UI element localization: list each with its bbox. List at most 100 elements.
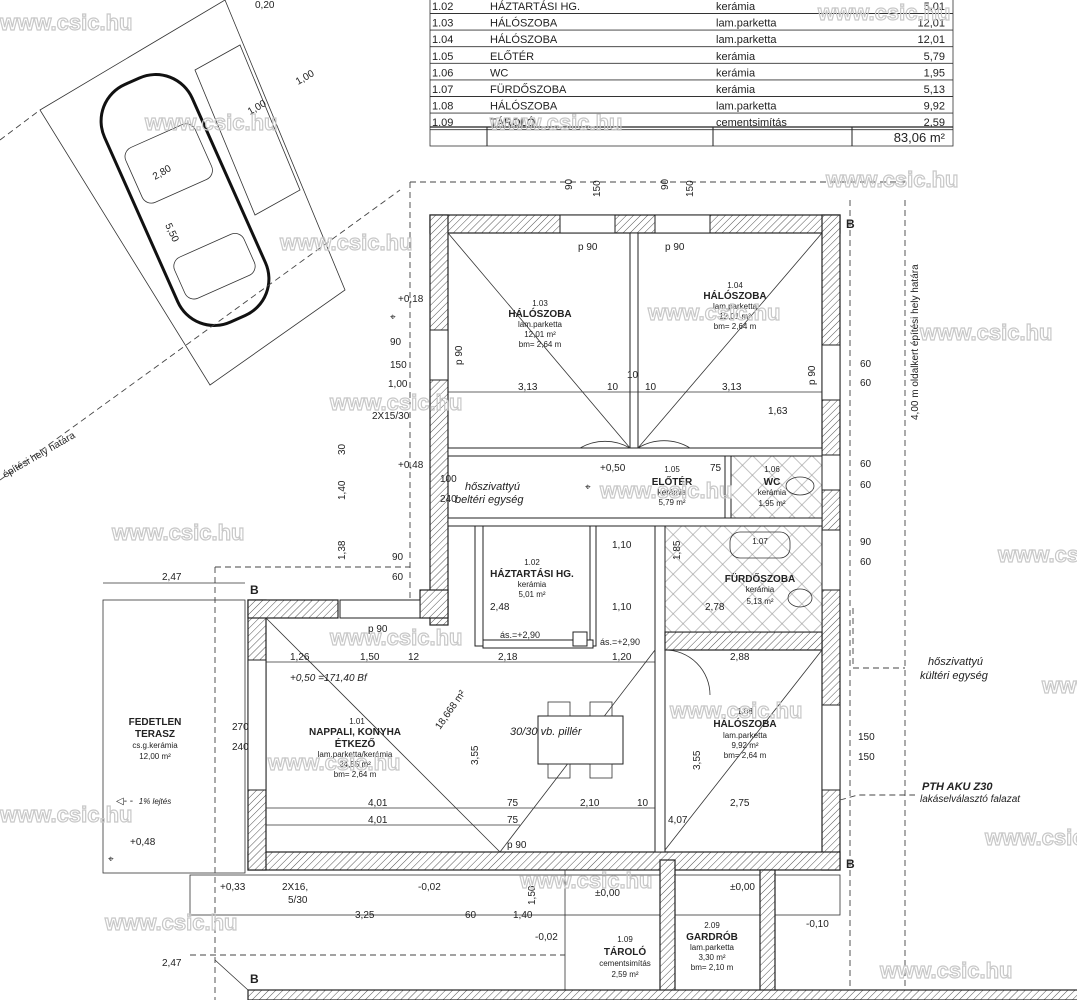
plan-label: 1,50 — [527, 885, 538, 905]
plan-label: 240 — [440, 494, 457, 505]
plan-label: 3,30 m² — [698, 953, 725, 962]
table-cell-area: 12,01 — [917, 34, 945, 46]
plan-label: TÁROLÓ — [604, 945, 646, 958]
plan-label: 240 — [232, 742, 249, 753]
plan-label: p 90 — [578, 242, 598, 253]
plan-label: www.csic.hu — [919, 320, 1052, 345]
table-cell-area: 5,01 — [924, 1, 945, 13]
plan-label: 10 — [607, 382, 619, 393]
plan-label: cs.g.kerámia — [132, 741, 178, 750]
plan-label: 10 — [645, 382, 657, 393]
plan-label: 1,95 m² — [758, 499, 785, 508]
plan-label: 60 — [860, 378, 872, 389]
plan-label: ás.=+2,90 — [600, 637, 640, 647]
plan-label: kültéri egység — [920, 670, 989, 682]
plan-label: PTH AKU Z30 — [922, 781, 993, 793]
plan-label: 4,01 — [368, 815, 388, 826]
table-cell-name: HÁZTARTÁSI HG. — [490, 0, 580, 13]
table-cell-no: 1.07 — [432, 84, 453, 96]
room-label-1-09: 1.09 TÁROLÓ cementsimítás 2,59 m² — [599, 935, 651, 979]
table-cell-no: 1.06 — [432, 67, 453, 79]
dimension-label: 2,80 — [151, 163, 174, 182]
plan-label: 150 — [592, 180, 603, 197]
table-cell-material: lam.parketta — [716, 18, 777, 30]
building-line-label: építési hely határa — [1, 430, 78, 481]
plan-label: 1.06 — [764, 465, 780, 474]
level-marker-icon: ⌖ — [390, 312, 396, 323]
table-cell-area: 5,13 — [924, 84, 945, 96]
plan-label: www.csic.hu — [879, 958, 1012, 983]
table-cell-name: HÁLÓSZOBA — [490, 100, 558, 113]
dimensions: 90 150 90 150 p 90 p 90 p 90 p 90 3,13 3… — [162, 178, 875, 969]
plan-label: 1.05 — [664, 465, 680, 474]
plan-label: 1,40 — [513, 910, 533, 921]
table-cell-area: 5,79 — [924, 51, 945, 63]
plan-label: ÉTKEZŐ — [335, 737, 376, 750]
plan-label: +0,18 — [398, 294, 424, 305]
plan-label: 3,13 — [518, 382, 538, 393]
plan-label: 1,00 — [388, 379, 408, 390]
annotations: hőszivattyú beltéri egység hőszivattyú k… — [108, 294, 1021, 943]
total-area: 83,06 m² — [894, 130, 946, 145]
plan-label: 2,47 — [162, 958, 182, 969]
plan-label: kerámia — [746, 585, 775, 594]
table-cell-area: 9,92 — [924, 101, 945, 113]
table-cell-material: kerámia — [716, 67, 756, 79]
room-label-1-06: 1.06 WC kerámia 1,95 m² — [758, 465, 787, 508]
plan-label: ±0,00 — [730, 882, 755, 893]
plan-label: 150 — [858, 752, 875, 763]
plan-label: www.csic.hu — [825, 167, 958, 192]
plan-label: 30/30 vb. pillér — [510, 726, 583, 738]
plan-label: www.csic.hu — [599, 478, 732, 503]
plan-label: HÁLÓSZOBA — [508, 307, 571, 320]
plan-label: 5,01 m² — [518, 590, 545, 599]
plan-label: 1,20 — [612, 652, 632, 663]
plan-label: 2X15/30 — [372, 411, 410, 422]
toilet-icon — [787, 588, 813, 608]
plan-label: 9,92 m² — [731, 741, 758, 750]
walls — [189, 214, 1077, 1000]
plan-label: 24,55 m² — [339, 760, 371, 769]
plan-label: 5,79 m² — [658, 498, 685, 507]
plan-label: p 90 — [665, 242, 685, 253]
plan-label: -0,02 — [535, 932, 558, 943]
room-label-1-02: 1.02 HÁZTARTÁSI HG. kerámia 5,01 m² — [490, 558, 574, 599]
plan-label: lakáselválasztó falazat — [920, 794, 1021, 805]
plan-label: 2,18 — [498, 652, 518, 663]
plan-label: www.csic.hu — [0, 10, 132, 35]
plan-label: p 90 — [368, 624, 388, 635]
plan-label: cementsimítás — [599, 959, 651, 968]
plan-label: www.csic.hu — [489, 110, 622, 135]
plan-label: www.csic.hu — [267, 750, 400, 775]
section-marker-b: B — [846, 217, 855, 231]
plan-label: p 90 — [454, 345, 465, 365]
plan-label: 30 — [337, 443, 348, 455]
terrace: FEDETLEN TERASZ cs.g.kerámia 12,00 m² 1%… — [102, 567, 246, 1000]
plan-label: 1,85 — [672, 540, 683, 560]
plan-label: www.csic.hu — [111, 520, 244, 545]
plan-label: -0,10 — [806, 919, 829, 930]
plan-label: 90 — [860, 537, 872, 548]
plan-label: lam.parketta — [690, 943, 735, 952]
room-label-1-03: 1.03 HÁLÓSZOBA lam.parketta 12,01 m² bm=… — [508, 299, 571, 349]
plan-label: 2,88 — [730, 652, 750, 663]
table-cell-no: 1.09 — [432, 117, 453, 129]
level-marker-icon: ⌖ — [108, 854, 114, 865]
plan-label: 2,10 — [580, 798, 600, 809]
plan-label: www.csic.hu — [1041, 673, 1077, 698]
table-cell-no: 1.03 — [432, 18, 453, 30]
plan-label: 1.03 — [532, 299, 548, 308]
plan-label: 3,13 — [722, 382, 742, 393]
plan-label: 75 — [710, 463, 722, 474]
plan-label: lam.parketta/kerámia — [318, 750, 393, 759]
section-marker-b: B — [250, 972, 259, 986]
dimension-label: 5,50 — [162, 222, 180, 245]
table-cell-no: 1.05 — [432, 51, 453, 63]
plan-label: FÜRDŐSZOBA — [725, 572, 796, 585]
plan-label: p 90 — [807, 365, 818, 385]
plan-label: 1.07 — [752, 537, 768, 546]
plan-label: 90 — [564, 178, 575, 190]
plan-label: 90 — [390, 337, 402, 348]
plan-label: 12,01 m² — [719, 312, 751, 321]
plan-label: lam.parketta — [713, 302, 758, 311]
